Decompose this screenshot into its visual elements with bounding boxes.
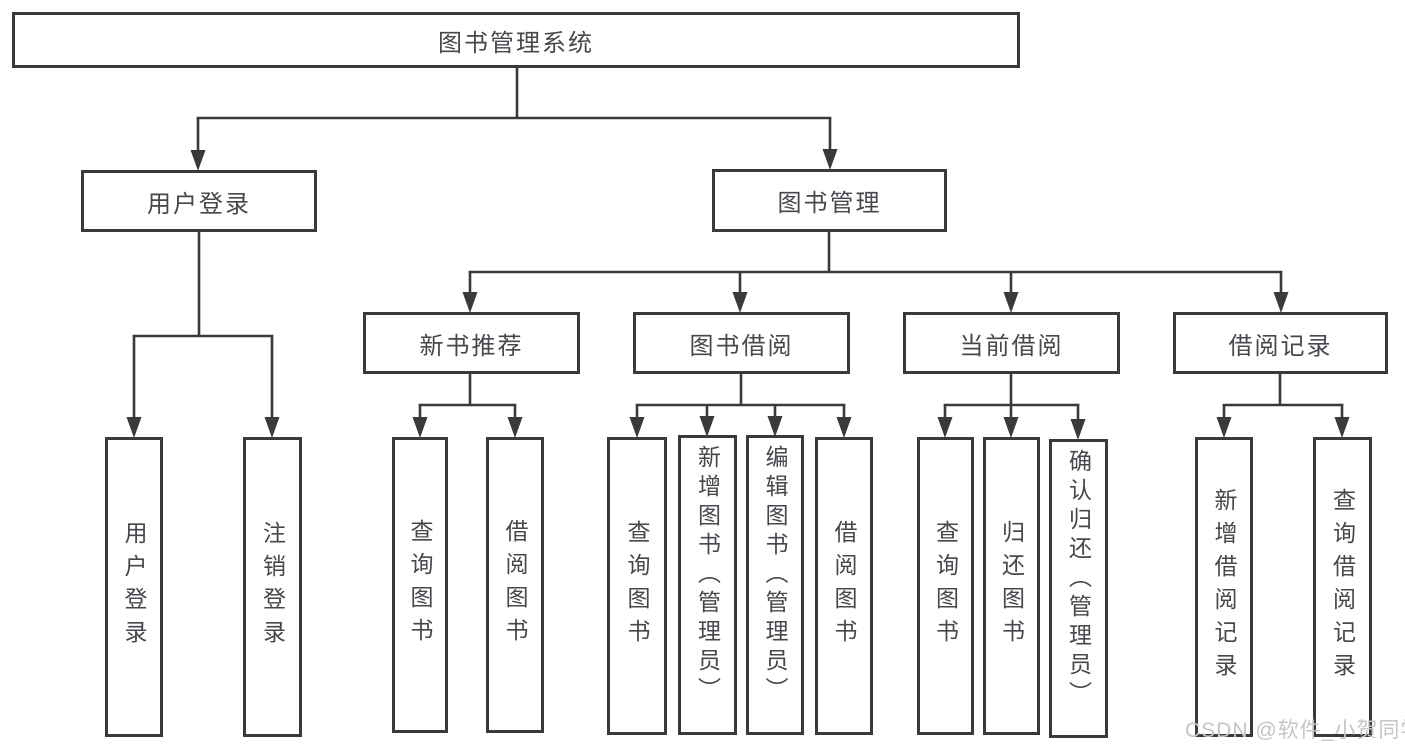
node-borrow-edit-books-admin: 编辑图书（管理员） — [746, 435, 804, 735]
node-current-borrowing: 当前借阅 — [903, 312, 1120, 374]
node-library-system: 图书管理系统 — [12, 12, 1020, 68]
node-current-return-books: 归还图书 — [983, 437, 1040, 735]
edges-borrow-records — [1216, 374, 1350, 438]
node-borrow-borrow-books: 借阅图书 — [815, 437, 873, 735]
node-user-login-leaf: 用户登录 — [105, 437, 163, 737]
node-records-query-record: 查询借阅记录 — [1313, 437, 1372, 737]
node-book-borrowing: 图书借阅 — [633, 312, 850, 374]
node-current-query-books: 查询图书 — [917, 437, 974, 735]
edges-current-borrowing — [937, 374, 1086, 440]
edges-management — [462, 232, 1289, 313]
edges-book-borrowing — [629, 374, 852, 438]
node-borrow-records: 借阅记录 — [1173, 312, 1388, 374]
edges-login — [126, 232, 280, 438]
node-new-book-recommendation: 新书推荐 — [363, 312, 580, 374]
edges-root — [190, 68, 838, 171]
edges-new-books — [412, 374, 523, 438]
node-current-confirm-return-admin: 确认归还（管理员） — [1049, 439, 1108, 738]
csdn-watermark: CSDN @软件_小贺同学 — [1185, 719, 1405, 742]
node-borrow-query-books: 查询图书 — [607, 437, 667, 735]
node-book-management-branch: 图书管理 — [712, 169, 947, 232]
node-rec-borrow-books: 借阅图书 — [486, 437, 544, 733]
node-borrow-add-books-admin: 新增图书（管理员） — [678, 435, 737, 735]
node-records-add-record: 新增借阅记录 — [1195, 437, 1253, 737]
node-logout-leaf: 注销登录 — [243, 437, 302, 737]
node-rec-query-books: 查询图书 — [392, 437, 448, 733]
node-user-login-branch: 用户登录 — [81, 170, 317, 232]
